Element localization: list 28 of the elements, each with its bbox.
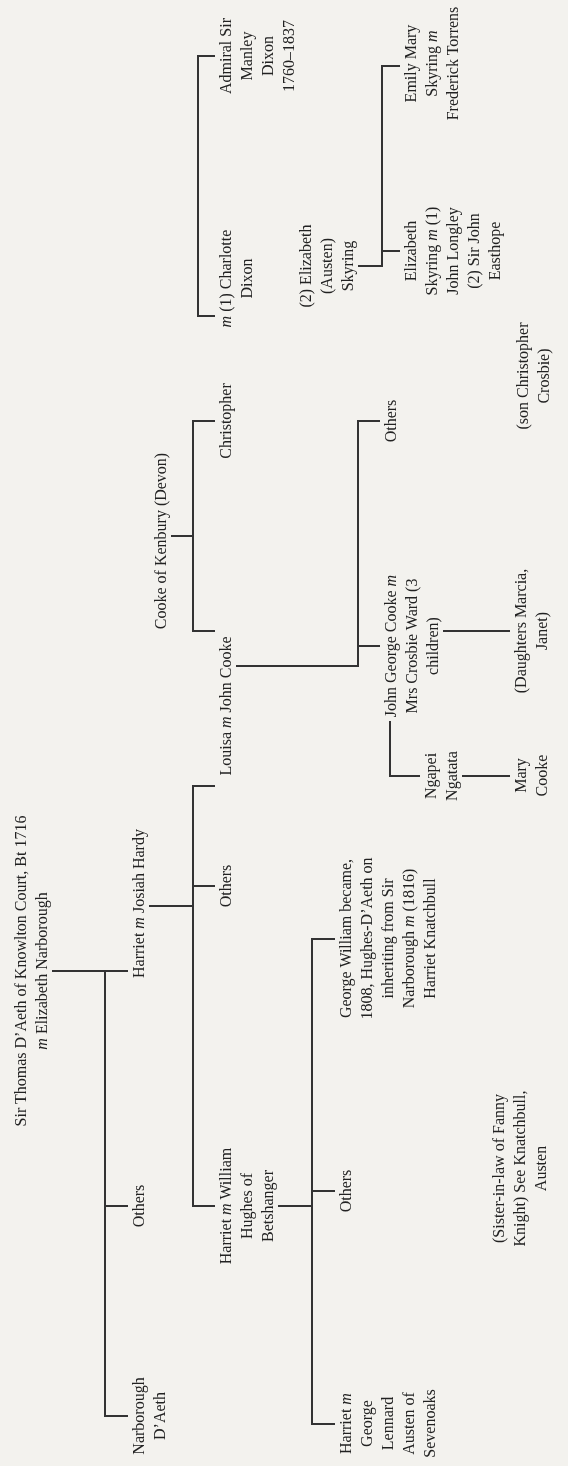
- connector-line: [51, 970, 129, 972]
- connector-line: [461, 775, 511, 777]
- family-member-name: Others: [381, 398, 400, 445]
- family-member-name: Ngapei Ngatata: [421, 750, 462, 803]
- connector-line: [197, 55, 216, 317]
- family-member-name: Cooke of Kenbury (Devon): [151, 451, 171, 632]
- family-member-name: Harriet m Josiah Hardy: [129, 828, 149, 980]
- family-member-name: Sir Thomas D’Aeth of Knowlton Court, Bt 1716: [11, 814, 30, 1129]
- family-member-name: Others: [336, 1168, 355, 1215]
- family-member-name: Mary Cooke: [511, 753, 551, 799]
- note-text: (Sister-in-law of Fanny Knight) See Knatchbull, Austen: [489, 1089, 550, 1249]
- connector-line: [277, 938, 336, 1207]
- family-member-name: Others: [216, 863, 235, 910]
- family-member-name: m (1) Charlotte Dixon: [216, 228, 256, 330]
- family-member-name: Narborough D’Aeth: [129, 1376, 169, 1457]
- connector-line: [170, 535, 216, 632]
- connector-line: [235, 420, 381, 667]
- connector-line: [389, 720, 421, 777]
- family-member-name: Louisa m John Cooke: [216, 635, 235, 778]
- family-member-name: Christopher: [216, 382, 236, 461]
- family-member-name: Admiral Sir Manley Dixon 1760–1837: [216, 17, 298, 96]
- family-member-name: m Elizabeth Narborough: [32, 891, 52, 1052]
- connector-line: [357, 65, 401, 267]
- family-member-name: (2) Elizabeth (Austen) Skyring: [296, 223, 358, 310]
- connector-line: [442, 630, 511, 632]
- note-text: (son Christopher Crosbie): [513, 321, 554, 432]
- family-member-name: (Daughters Marcia, Janet): [511, 567, 552, 696]
- family-member-name: Others: [129, 1183, 148, 1230]
